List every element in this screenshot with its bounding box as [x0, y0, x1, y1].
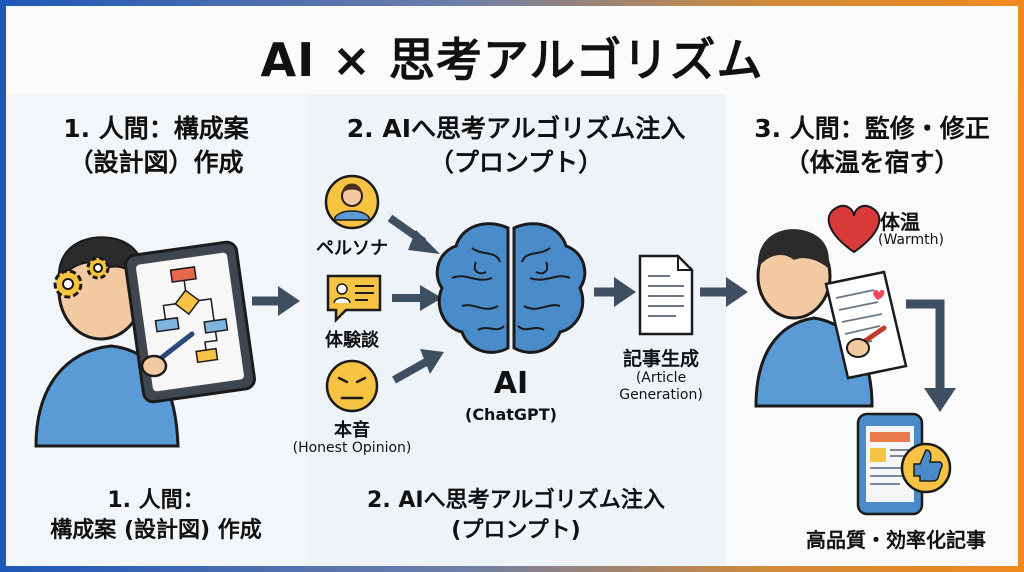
heart-icon: [827, 204, 881, 254]
smartphone-article-icon: [856, 412, 924, 516]
frowning-face-icon: [325, 359, 379, 413]
diagram-illustration: [34, 174, 956, 516]
input-arrows: [387, 214, 444, 384]
ai-label: AI: [493, 366, 529, 401]
panel-2-heading-line-1: 2. AIへ思考アルゴリズム注入: [346, 114, 686, 143]
chat-card-icon: [326, 274, 382, 324]
arrow-to-panel-2: [252, 286, 300, 316]
panel-3-heading-line-1: 3. 人間：監修・修正: [754, 114, 990, 143]
warmth-label: 体温: [880, 210, 920, 234]
input-label-persona: ペルソナ: [316, 238, 388, 259]
persona-avatar-icon: [324, 174, 380, 230]
input-label-opinion: 本音: [334, 420, 370, 441]
input-label-experience: 体験談: [325, 330, 379, 351]
article-sub-line-2: Generation): [619, 387, 703, 403]
page-title: AI × 思考アルゴリズム: [260, 33, 764, 87]
warmth-sub-label: (Warmth): [878, 232, 944, 248]
thumbs-up-icon: [900, 442, 952, 494]
panel-2-footer-line-2: (プロンプト): [451, 518, 581, 543]
article-label: 記事生成: [622, 348, 699, 370]
gears-icon: [53, 256, 110, 299]
input-sub-opinion: (Honest Opinion): [292, 440, 412, 456]
ai-sub-label: (ChatGPT): [465, 405, 557, 424]
document-icon: [638, 254, 694, 336]
arrow-down-to-result: [906, 299, 956, 412]
article-sub-line-1: (Article: [635, 370, 687, 386]
panel-3-heading-line-2: （体温を宿す）: [784, 148, 960, 177]
panel-1-heading-line-2: （設計図）作成: [68, 148, 244, 177]
result-label: 高品質・効率化記事: [806, 528, 986, 552]
panel-1-footer-line-2: 構成案 (設計図) 作成: [50, 518, 262, 543]
panel-2-heading-line-2: （プロンプト）: [428, 148, 604, 177]
panel-1-heading-line-1: 1. 人間：構成案: [63, 114, 249, 143]
panel-2-footer-line-1: 2. AIへ思考アルゴリズム注入: [367, 488, 665, 513]
panel-1-footer-line-1: 1. 人間：: [107, 488, 205, 513]
arrow-to-document: [594, 277, 636, 307]
brain-icon: [435, 222, 587, 354]
tablet-flowchart-icon: [124, 240, 256, 404]
infographic-canvas: AI × 思考アルゴリズム 1. 人間：構成案 （設計図）作成 1. 人間： 構…: [6, 6, 1018, 566]
person-reviewing: [754, 229, 908, 408]
arrow-to-panel-3: [700, 277, 748, 307]
